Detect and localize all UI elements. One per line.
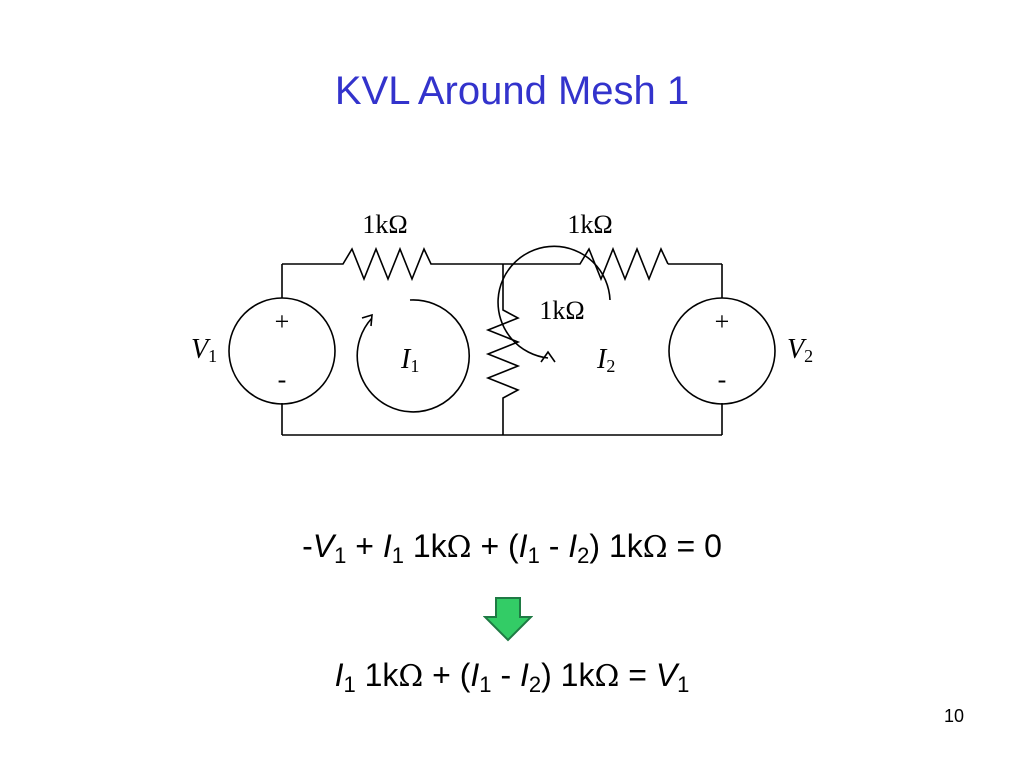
eq2-v1-sub: 1 (677, 672, 690, 697)
eq1-i2-sub: 2 (577, 543, 590, 568)
page-number: 10 (943, 706, 964, 726)
mesh2-arrow-head (540, 350, 556, 363)
eq2-r2: ) 1k (541, 657, 595, 693)
eq2-i2: I (519, 657, 529, 693)
eq2-eq: = (619, 657, 656, 693)
top-right-resistor (565, 246, 669, 282)
eq2-i1-sub: 1 (343, 672, 356, 697)
left-source-subscript: 1 (208, 346, 217, 366)
right-source-minus: - (718, 365, 727, 394)
eq1-v1-sub: 1 (334, 543, 347, 568)
mesh2-current-name: I (596, 344, 608, 375)
slide-title: KVL Around Mesh 1 (334, 69, 690, 113)
mesh2-current-arc (497, 245, 611, 359)
right-source-subscript: 2 (804, 346, 813, 366)
eq2-i1b: I (470, 657, 480, 693)
eq2-plus: + ( (423, 657, 471, 693)
top-right-resistor-label: 1kΩ (567, 210, 612, 239)
eq2-v1: V (655, 657, 678, 693)
mesh2-current-subscript: 2 (606, 356, 615, 376)
eq1-neg: - (302, 528, 313, 564)
eq1-omega2: Ω (642, 530, 668, 565)
kvl-equation: -V1 + I1 1kΩ + (I1 - I2) 1kΩ = 0 (0, 528, 1024, 568)
mesh1-current-arc (356, 299, 471, 413)
eq1-r2: ) 1k (589, 528, 643, 564)
mesh1-current-label: I1 (400, 344, 419, 376)
top-left-resistor-label: 1kΩ (362, 210, 407, 239)
left-source-plus: + (275, 307, 290, 336)
eq1-rhs: = 0 (667, 528, 722, 564)
eq1-omega1: Ω (446, 530, 472, 565)
right-voltage-source (668, 297, 776, 405)
mesh1-current-subscript: 1 (410, 356, 419, 376)
eq1-i1: I (382, 528, 392, 564)
eq1-v1: V (312, 528, 335, 564)
eq2-r1: 1k (355, 657, 399, 693)
eq1-plus2: + ( (471, 528, 519, 564)
eq1-minus: - (539, 528, 569, 564)
down-arrow-icon (483, 597, 533, 642)
eq2-i2-sub: 2 (528, 672, 542, 697)
left-source-minus: - (278, 365, 287, 394)
eq1-i1b-sub: 1 (527, 543, 540, 568)
eq1-plus1: + (346, 528, 383, 564)
rearranged-equation: I1 1kΩ + (I1 - I2) 1kΩ = V1 (0, 657, 1024, 697)
eq2-i1b-sub: 1 (479, 672, 492, 697)
eq2-omega1: Ω (398, 659, 424, 694)
middle-resistor (485, 264, 521, 435)
mesh1-arrow-head (361, 313, 373, 327)
eq1-r1: 1k (403, 528, 447, 564)
left-source-label: V1 (191, 334, 217, 366)
left-voltage-source (228, 297, 336, 405)
eq1-i1-sub: 1 (391, 543, 404, 568)
right-source-label: V2 (787, 334, 813, 366)
middle-resistor-label: 1kΩ (539, 296, 584, 325)
eq2-minus: - (491, 657, 520, 693)
right-source-name: V (787, 334, 807, 365)
eq2-i1: I (334, 657, 344, 693)
mesh2-current-label: I2 (596, 344, 615, 376)
eq2-omega2: Ω (594, 659, 620, 694)
right-source-plus: + (715, 307, 730, 336)
top-left-resistor (282, 246, 722, 282)
circuit-wires (282, 246, 722, 282)
eq1-i2: I (568, 528, 578, 564)
left-source-name: V (191, 334, 211, 365)
eq1-i1b: I (518, 528, 528, 564)
mesh1-current-name: I (400, 344, 412, 375)
